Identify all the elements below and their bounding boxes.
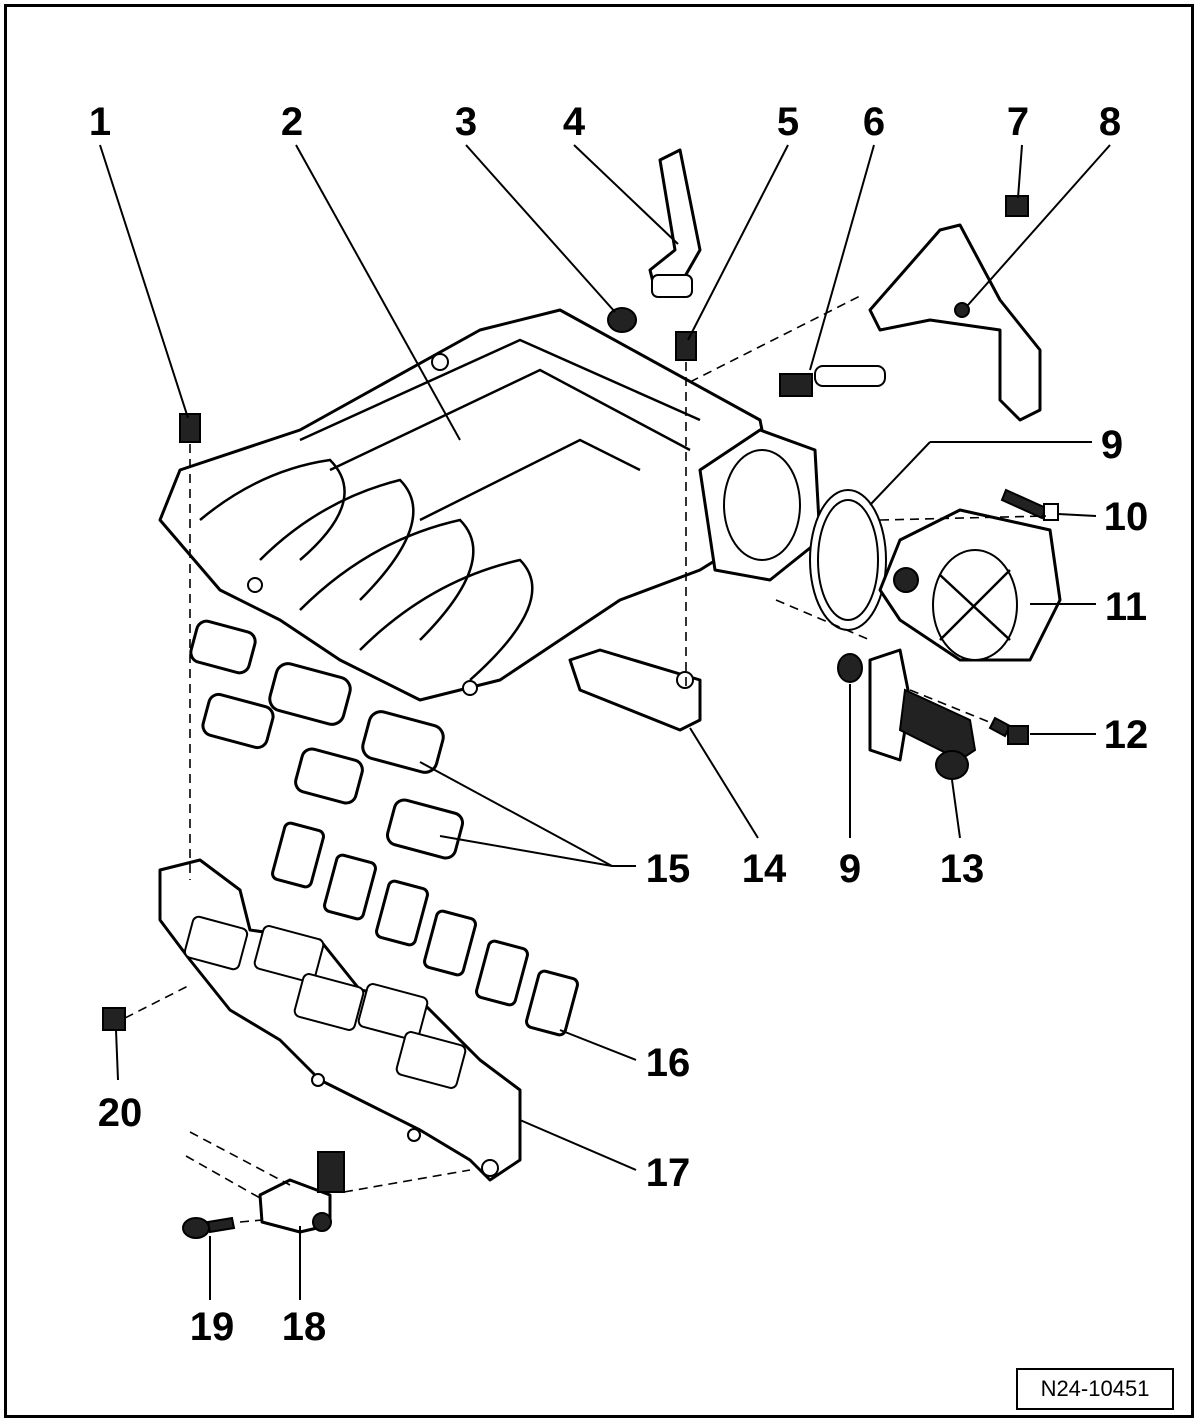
bolt-5	[675, 331, 697, 361]
leader-lines	[99, 144, 1111, 1300]
bolt-12	[988, 716, 1029, 745]
sensor-6	[779, 365, 886, 397]
callout-9-lower: 9	[839, 847, 861, 891]
throttle-valve-module-11	[878, 508, 1062, 662]
callout-13: 13	[940, 847, 985, 891]
callout-19: 19	[190, 1305, 235, 1349]
callout-2: 2	[281, 100, 303, 144]
callout-17: 17	[646, 1151, 691, 1195]
gasket-9-upper	[809, 489, 887, 631]
figure-reference-code: N24-10451	[1016, 1368, 1174, 1410]
callout-labels: 1 2 3 4 5 6 7 8 9 10 11 12 9 13 14 15 16…	[89, 100, 1148, 1349]
seal-9-lower	[837, 653, 863, 683]
callout-10: 10	[1104, 495, 1149, 539]
seal-3	[607, 307, 637, 333]
callout-12: 12	[1104, 713, 1149, 757]
callout-14: 14	[742, 847, 787, 891]
callout-8: 8	[1099, 100, 1121, 144]
lower-intake-manifold-17	[158, 858, 522, 1182]
vent-hose-4	[648, 148, 702, 298]
callout-3: 3	[455, 100, 477, 144]
bolt-10	[1000, 488, 1059, 521]
callout-5: 5	[777, 100, 799, 144]
bolt-20	[102, 1007, 126, 1031]
bolt-7	[1005, 195, 1029, 217]
actuator-13	[868, 648, 977, 780]
callout-20: 20	[98, 1091, 143, 1135]
callout-16: 16	[646, 1041, 691, 1085]
bracket-14	[568, 648, 702, 732]
callout-7: 7	[1007, 100, 1029, 144]
callout-4: 4	[563, 100, 586, 144]
bolt-19	[182, 1216, 236, 1239]
gasket-strip-16	[271, 821, 579, 1037]
assembly-lines	[124, 295, 1047, 1223]
callout-1: 1	[89, 100, 111, 144]
callout-6: 6	[863, 100, 885, 144]
sensor-18	[258, 1151, 345, 1234]
callout-11: 11	[1105, 585, 1147, 629]
bracket-8	[868, 223, 1042, 422]
bolt-1	[179, 413, 201, 443]
upper-intake-manifold	[158, 308, 782, 702]
callout-18: 18	[282, 1305, 327, 1349]
figure-frame	[4, 4, 1194, 1418]
manifold-throttle-flange	[698, 428, 822, 582]
callout-9-upper: 9	[1101, 423, 1123, 467]
gaskets-15	[189, 619, 465, 860]
callout-15: 15	[646, 847, 691, 891]
